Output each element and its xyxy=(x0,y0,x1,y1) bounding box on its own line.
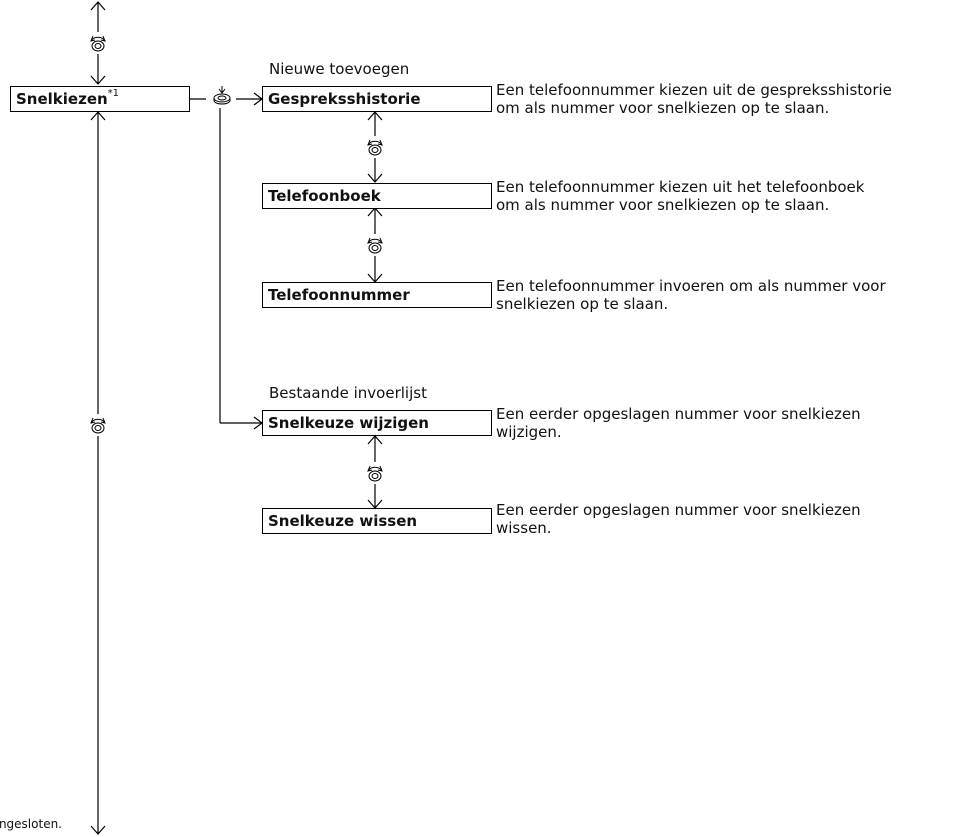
main-long-connector xyxy=(90,111,106,835)
phone-number-description: Een telefoonnummer invoeren om als numme… xyxy=(496,277,966,313)
description-line: Een telefoonnummer kiezen uit de gesprek… xyxy=(496,81,892,99)
arrow-to-call-history xyxy=(236,92,263,106)
phonebook-box: Telefoonboek xyxy=(262,183,492,209)
group-label-existing-list: Bestaande invoerlijst xyxy=(269,384,427,402)
footnote-text: ngesloten. xyxy=(0,817,62,831)
delete-speed-dial-box: Snelkeuze wissen xyxy=(262,508,492,534)
group-label-add-new: Nieuwe toevoegen xyxy=(269,60,410,78)
description-line: Een eerder opgeslagen nummer voor snelki… xyxy=(496,501,861,519)
footnote-marker: *1 xyxy=(107,88,120,99)
description-line: om als nummer voor snelkiezen op te slaa… xyxy=(496,99,830,117)
phone-number-box: Telefoonnummer xyxy=(262,282,492,308)
description-line: Een eerder opgeslagen nummer voor snelki… xyxy=(496,405,861,423)
description-line: wijzigen. xyxy=(496,423,562,441)
arrow-to-edit-speed-dial xyxy=(219,108,263,430)
footnote-text-content: ngesloten. xyxy=(0,817,62,831)
description-line: Een telefoonnummer kiezen uit het telefo… xyxy=(496,178,865,196)
call-history-box: Gespreksshistorie xyxy=(262,86,492,112)
description-line: Een telefoonnummer invoeren om als numme… xyxy=(496,277,886,295)
phonebook-description: Een telefoonnummer kiezen uit het telefo… xyxy=(496,178,966,214)
speed-dial-box: Snelkiezen*1 xyxy=(10,86,190,112)
press-dial-icon xyxy=(213,85,231,105)
edit-speed-dial-description: Een eerder opgeslagen nummer voor snelki… xyxy=(496,405,966,441)
description-line: snelkiezen op te slaan. xyxy=(496,295,669,313)
description-line: wissen. xyxy=(496,519,552,537)
speed-dial-label: Snelkiezen xyxy=(16,90,108,108)
delete-speed-dial-description: Een eerder opgeslagen nummer voor snelki… xyxy=(496,501,966,537)
description-line: om als nummer voor snelkiezen op te slaa… xyxy=(496,196,830,214)
call-history-description: Een telefoonnummer kiezen uit de gesprek… xyxy=(496,81,966,117)
edit-speed-dial-box: Snelkeuze wijzigen xyxy=(262,410,492,436)
